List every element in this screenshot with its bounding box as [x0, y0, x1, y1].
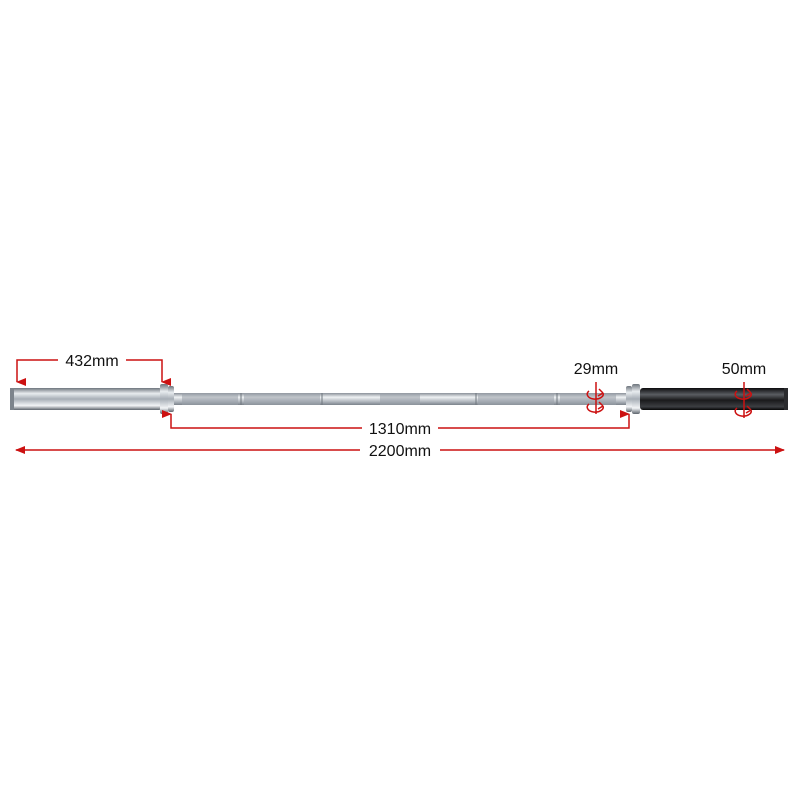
shaft-diameter-label: 29mm: [574, 361, 618, 378]
right-sleeve-end: [784, 388, 788, 410]
right-collar-ring: [626, 386, 632, 412]
left-collar-ring: [168, 386, 174, 412]
knurl-marks: [240, 393, 558, 405]
total-length-label: 2200mm: [369, 443, 431, 460]
left-collar: [160, 384, 168, 414]
barbell: [10, 384, 788, 414]
left-sleeve: [10, 388, 162, 410]
knurling: [182, 393, 616, 405]
grip-length-label: 1310mm: [369, 421, 431, 438]
sleeve-diameter-label: 50mm: [722, 361, 766, 378]
grip-length-label-bg: [362, 418, 438, 438]
left-sleeve-end: [10, 388, 14, 410]
sleeve-length-label: 432mm: [65, 353, 118, 370]
rotation-arrow-icon: [586, 382, 604, 414]
sleeve-length-label-bg: [58, 350, 126, 370]
total-length-label-bg: [360, 440, 440, 460]
right-sleeve: [640, 388, 788, 410]
rotation-arrow-icon: [734, 382, 752, 418]
right-collar: [632, 384, 640, 414]
